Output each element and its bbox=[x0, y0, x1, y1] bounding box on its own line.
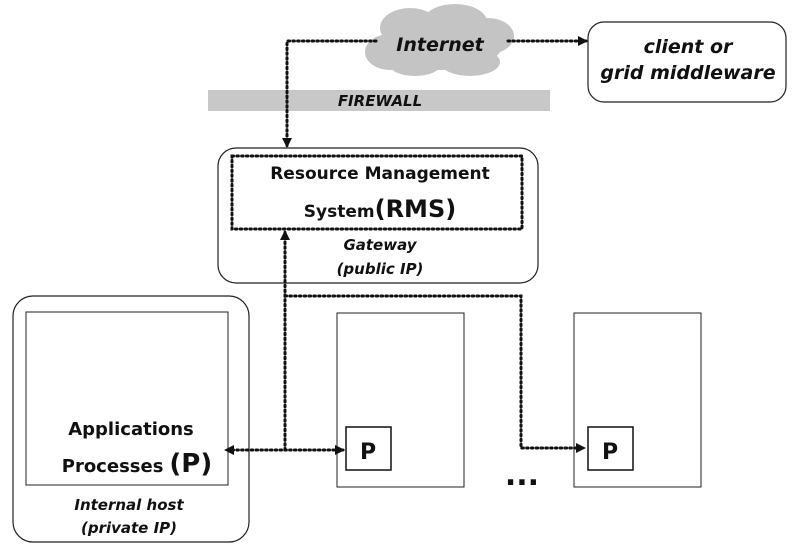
firewall-label: FIREWALL bbox=[338, 92, 422, 110]
rms-box bbox=[230, 154, 524, 231]
network-to-node2-connector bbox=[283, 294, 586, 453]
ellipsis-label: ... bbox=[505, 458, 539, 493]
process-label-1: P bbox=[360, 440, 376, 465]
client-label-line1: client or bbox=[644, 36, 734, 58]
rms-label-line1: Resource Management bbox=[270, 164, 490, 184]
applications-label-line2: Processes(P) bbox=[62, 449, 213, 479]
gateway-label-line1: Gateway bbox=[343, 236, 417, 254]
gateway-box bbox=[217, 147, 539, 284]
internal-host-label-line2: (private IP) bbox=[81, 519, 177, 537]
process-box-1 bbox=[345, 426, 392, 471]
process-label-2: P bbox=[602, 440, 618, 465]
applications-box bbox=[25, 311, 229, 486]
client-box bbox=[587, 21, 787, 103]
client-label-line2: grid middleware bbox=[600, 62, 775, 84]
applications-label-line1: Applications bbox=[68, 419, 194, 440]
cloud-to-gateway-connector bbox=[282, 39, 378, 148]
rms-label-line2: System(RMS) bbox=[304, 195, 456, 223]
process-box-2 bbox=[587, 426, 634, 471]
gateway-label-line2: (public IP) bbox=[337, 260, 424, 278]
firewall-bar bbox=[208, 90, 550, 111]
internet-cloud-icon bbox=[365, 4, 514, 76]
internal-host-label-line1: Internal host bbox=[74, 496, 184, 514]
internet-label: Internet bbox=[396, 34, 484, 56]
